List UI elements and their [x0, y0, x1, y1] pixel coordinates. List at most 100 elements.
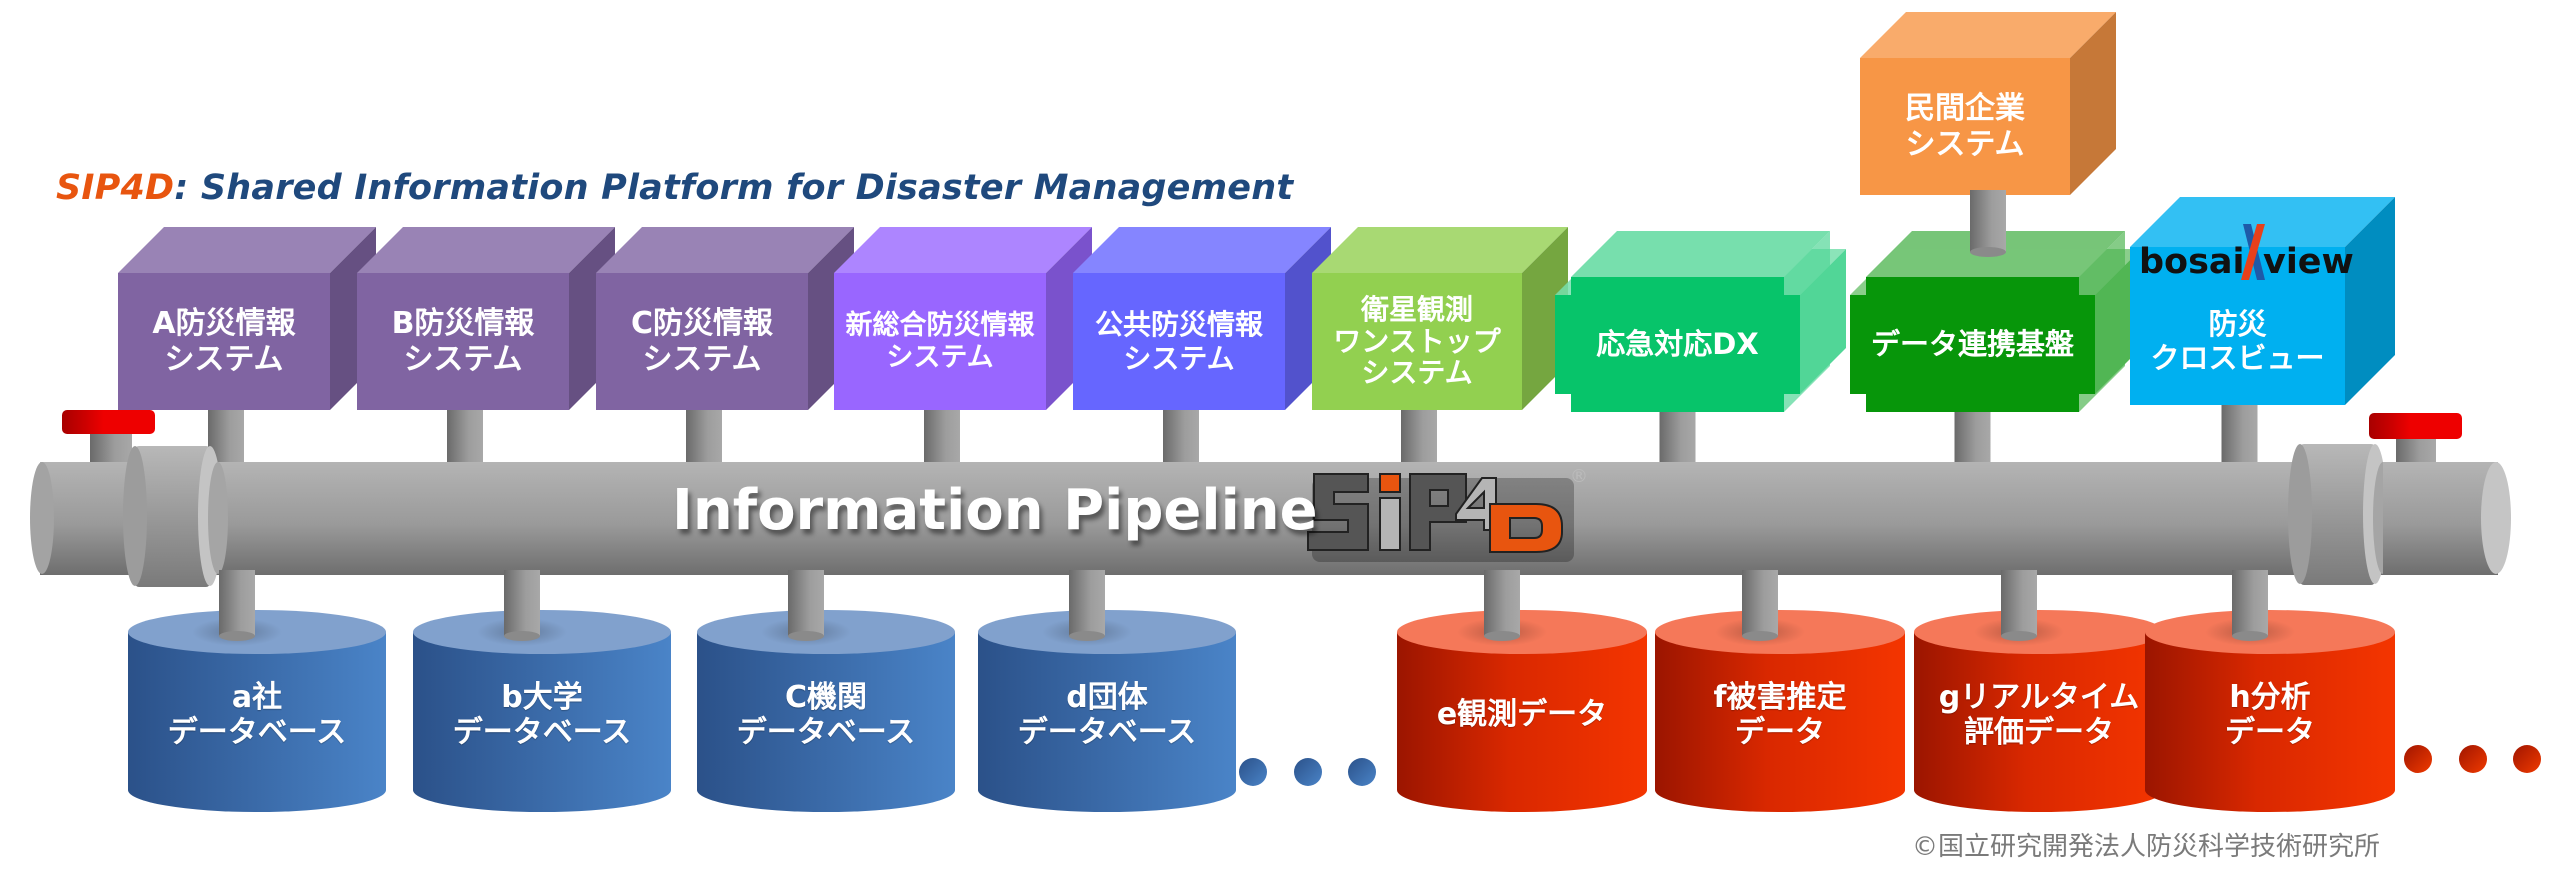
cylinder-body	[697, 632, 955, 812]
cylinder-body	[978, 632, 1236, 812]
xview-logo-left: bosai	[2139, 242, 2245, 282]
system-label-public: 公共防災情報 システム	[1073, 273, 1285, 410]
box-top-face	[1312, 227, 1568, 273]
logo-letter-s	[1307, 473, 1369, 551]
pipe-right-opening	[2481, 462, 2511, 574]
label-line: クロスビュー	[2150, 341, 2325, 375]
logo-letter-i-top	[1379, 473, 1401, 493]
sip4d-logo	[1307, 473, 1574, 562]
private-system-stem-front	[1970, 190, 2006, 257]
left-valve-stem	[90, 432, 132, 464]
information-pipeline	[30, 410, 2511, 587]
box-top-face	[596, 227, 854, 273]
box-front-face	[357, 273, 569, 410]
box-top-face	[118, 227, 376, 273]
ellipsis-dot-blue	[1348, 758, 1376, 786]
box-front-face	[1312, 273, 1522, 410]
system-label-a: A防災情報 システム	[118, 273, 330, 410]
ellipsis-dot-red	[2459, 745, 2487, 773]
bottom-stem	[219, 570, 255, 641]
cylinder-body	[2145, 632, 2395, 812]
label-line: h分析	[2229, 679, 2311, 715]
ellipsis-dot-red	[2404, 745, 2432, 773]
pipeline-label: Information Pipeline	[672, 478, 1318, 543]
label-line: システム	[1905, 126, 2025, 162]
private-system-box	[1860, 12, 2116, 195]
label-line: f被害推定	[1713, 679, 1847, 715]
system-label-b: B防災情報 システム	[357, 273, 569, 410]
system-label-new-general: 新総合防災情報 システム	[834, 273, 1046, 410]
title-subtitle: : Shared Information Platform for Disast…	[174, 168, 1294, 208]
cylinder-body	[1397, 632, 1647, 812]
label-line: データベース	[1017, 715, 1197, 750]
box-top-face	[1073, 227, 1331, 273]
more-indicators	[1239, 745, 2541, 786]
label-line: データベース	[452, 715, 632, 750]
data-source-label-g: gリアルタイム 評価データ	[1914, 660, 2164, 770]
box-side-face	[2345, 197, 2395, 405]
label-line: 新総合防災情報	[845, 309, 1035, 341]
private-system-label: 民間企業 システム	[1860, 58, 2070, 195]
xview-logo-x-mark-icon	[2241, 224, 2265, 280]
label-line: データベース	[167, 715, 347, 750]
data-source-label-f: f被害推定 データ	[1655, 660, 1905, 770]
label-line: データ	[1735, 715, 1825, 750]
box-top-face	[357, 227, 615, 273]
ellipsis-dot-red	[2513, 745, 2541, 773]
data-source-label-e: e観測データ	[1397, 660, 1647, 770]
box-top-face	[2130, 197, 2395, 247]
box-front-face	[1860, 58, 2070, 195]
system-label-satellite: 衛星観測 ワンストップ システム	[1312, 273, 1522, 410]
label-line: 民間企業	[1905, 91, 2025, 127]
database-label-b: b大学 データベース	[413, 660, 671, 770]
cylinder-body	[413, 632, 671, 812]
bottom-stem	[1484, 570, 1520, 641]
bottom-stem	[1069, 570, 1105, 641]
label-line: 衛星観測	[1360, 293, 1473, 327]
database-cylinder-b	[413, 610, 671, 812]
label-line: システム	[1123, 341, 1235, 375]
registered-mark: ®	[1570, 466, 1588, 487]
data-source-cylinder-f	[1655, 610, 1905, 812]
system-box-data-platform	[1850, 231, 2141, 412]
bottom-stem	[2001, 570, 2037, 641]
system-box-emergency-dx	[1555, 231, 1846, 412]
label-line: B防災情報	[391, 306, 535, 342]
left-valve-handle-icon	[62, 410, 155, 434]
diagram-title: SIP4D: Shared Information Platform for D…	[56, 168, 1293, 208]
label-line: C機関	[784, 679, 868, 715]
label-line: A防災情報	[152, 306, 296, 342]
box-side-face	[2070, 12, 2116, 195]
box-front-face	[2130, 247, 2345, 405]
label-line: 応急対応DX	[1596, 327, 1759, 362]
box-top-face	[1860, 12, 2116, 58]
label-line: ワンストップ	[1333, 324, 1501, 358]
system-box-c	[596, 227, 854, 410]
logo-letter-d	[1489, 503, 1563, 553]
database-cylinder-c	[697, 610, 955, 812]
label-line: システム	[164, 341, 284, 377]
bottom-stem	[1742, 570, 1778, 641]
box-front-face	[834, 273, 1046, 410]
box-front-face	[118, 273, 330, 410]
label-line: C防災情報	[630, 306, 774, 342]
cylinder-body	[1655, 632, 1905, 812]
label-line: e観測データ	[1436, 697, 1608, 733]
right-valve-stem	[2396, 437, 2436, 465]
system-label-c: C防災情報 システム	[596, 273, 808, 410]
logo-letter-i-body	[1379, 497, 1401, 551]
system-label-data-platform: データ連携基盤	[1850, 277, 2095, 412]
ellipsis-dot-blue	[1239, 758, 1267, 786]
system-boxes	[118, 12, 2395, 412]
data-source-cylinder-e	[1397, 610, 1647, 812]
box-front-face	[1073, 273, 1285, 410]
label-line: gリアルタイム	[1938, 679, 2140, 715]
label-line: 防災	[2208, 306, 2267, 341]
database-label-d: d団体 データベース	[978, 660, 1236, 770]
title-brand: SIP4D	[56, 168, 175, 208]
label-line: データ連携基盤	[1870, 327, 2074, 362]
bottom-stem	[2232, 570, 2268, 641]
ellipsis-dot-blue	[1294, 758, 1322, 786]
copyright-notice: ©国立研究開発法人防災科学技術研究所	[1912, 832, 2381, 862]
right-valve-handle-icon	[2369, 413, 2462, 439]
